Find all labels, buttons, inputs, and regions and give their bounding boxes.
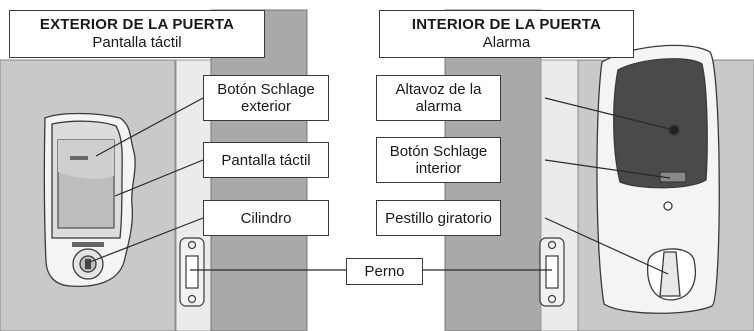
label-pestillo: Pestillo giratorio bbox=[376, 200, 501, 236]
interior-subtitle: Alarma bbox=[482, 34, 531, 51]
exterior-strike bbox=[179, 237, 205, 307]
leader-boton-interior bbox=[544, 159, 671, 179]
leader-altavoz bbox=[544, 97, 675, 131]
label-cilindro: Cilindro bbox=[203, 200, 329, 236]
interior-lock bbox=[596, 44, 720, 314]
interior-strike bbox=[539, 237, 565, 307]
label-boton-interior: Botón Schlage interior bbox=[376, 137, 501, 183]
interior-header: INTERIOR DE LA PUERTA Alarma bbox=[379, 10, 634, 58]
leader-pantalla-tactil bbox=[114, 159, 204, 197]
exterior-title: EXTERIOR DE LA PUERTA bbox=[39, 16, 235, 33]
exterior-header: EXTERIOR DE LA PUERTA Pantalla táctil bbox=[9, 10, 265, 58]
exterior-subtitle: Pantalla táctil bbox=[92, 34, 182, 51]
leader-pestillo bbox=[544, 217, 669, 275]
label-altavoz: Altavoz de la alarma bbox=[376, 75, 501, 121]
label-pantalla-tactil: Pantalla táctil bbox=[203, 142, 329, 178]
interior-title: INTERIOR DE LA PUERTA bbox=[411, 16, 602, 33]
leader-cilindro bbox=[89, 217, 204, 263]
exterior-lock bbox=[43, 112, 136, 288]
leader-lines bbox=[89, 97, 675, 275]
label-perno: Perno bbox=[346, 258, 423, 285]
leader-boton-exterior bbox=[95, 97, 204, 157]
label-boton-exterior: Botón Schlage exterior bbox=[203, 75, 329, 121]
